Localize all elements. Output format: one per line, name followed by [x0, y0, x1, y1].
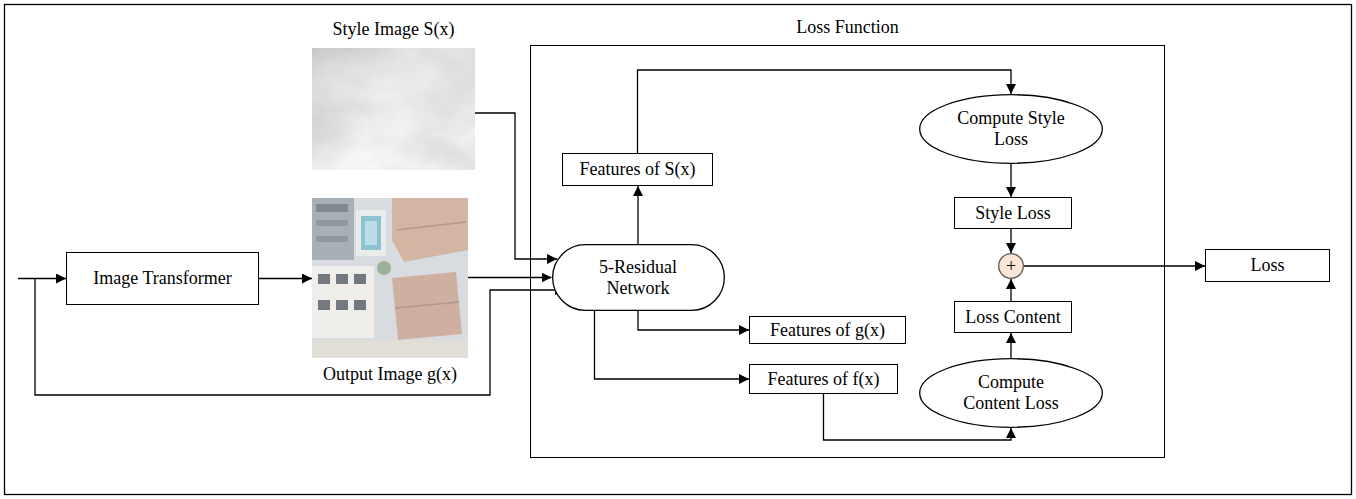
node-label: Style Image S(x) [333, 19, 455, 40]
arrow-connector [637, 186, 638, 244]
arrow-connector [1024, 265, 1205, 266]
ellipse-outline [920, 95, 1103, 164]
output-box: Loss [1205, 249, 1330, 282]
outer-frame [5, 5, 1352, 495]
arrow-connector [595, 311, 750, 379]
loss-box: Loss Content [954, 301, 1072, 333]
arrow-connector [259, 278, 312, 279]
arrow-connector [1010, 164, 1011, 197]
node-label: Loss Content [965, 307, 1061, 328]
node-label: Compute Content Loss [951, 372, 1071, 413]
output-image: Output Image g(x) [312, 198, 468, 358]
arrow-connector [468, 277, 552, 278]
process-box: Image Transformer [66, 252, 259, 305]
node-label: Loss Function [796, 17, 899, 38]
connectors [259, 70, 1205, 440]
input-arrow [18, 278, 66, 279]
feature-box: Features of g(x) [749, 316, 906, 344]
node-label: Style Loss [975, 203, 1051, 224]
process-ellipse: Compute Style Loss [919, 94, 1103, 164]
network-terminal: 5-Residual Network [552, 244, 725, 311]
process-ellipse: Compute Content Loss [919, 358, 1103, 428]
arrow-connector [638, 311, 749, 330]
haze [312, 198, 468, 358]
node-label: Compute Style Loss [951, 108, 1071, 149]
loss-function-panel: Loss FunctionFeatures of S(x)5-Residual … [530, 45, 1165, 458]
arrow-connector [475, 113, 557, 259]
node-label: Features of S(x) [580, 159, 696, 180]
circle-outline [999, 254, 1024, 279]
ellipse-outline [920, 359, 1103, 428]
feature-box: Features of S(x) [562, 153, 713, 186]
loss-box: Style Loss [954, 197, 1072, 229]
node-label: Output Image g(x) [323, 364, 457, 385]
node-label: 5-Residual Network [588, 257, 688, 298]
node-label: Image Transformer [93, 268, 231, 289]
node-label: Features of f(x) [768, 369, 880, 390]
arrow-connector [1010, 333, 1011, 358]
style-picture [312, 48, 475, 170]
node-label: Loss [1250, 255, 1284, 276]
stadium-outline [552, 245, 724, 311]
aerial-picture [312, 198, 468, 358]
style-image: Style Image S(x) [312, 48, 475, 170]
feature-box: Features of f(x) [749, 364, 898, 394]
node-label: Features of g(x) [770, 320, 885, 341]
node-label: + [1006, 257, 1016, 275]
arrow-connector [1010, 279, 1011, 301]
ground [312, 198, 468, 358]
sum-junction: + [998, 253, 1024, 279]
arrow-connector [1010, 229, 1011, 253]
cloud-texture [312, 48, 475, 170]
cloud-shade [312, 48, 475, 170]
